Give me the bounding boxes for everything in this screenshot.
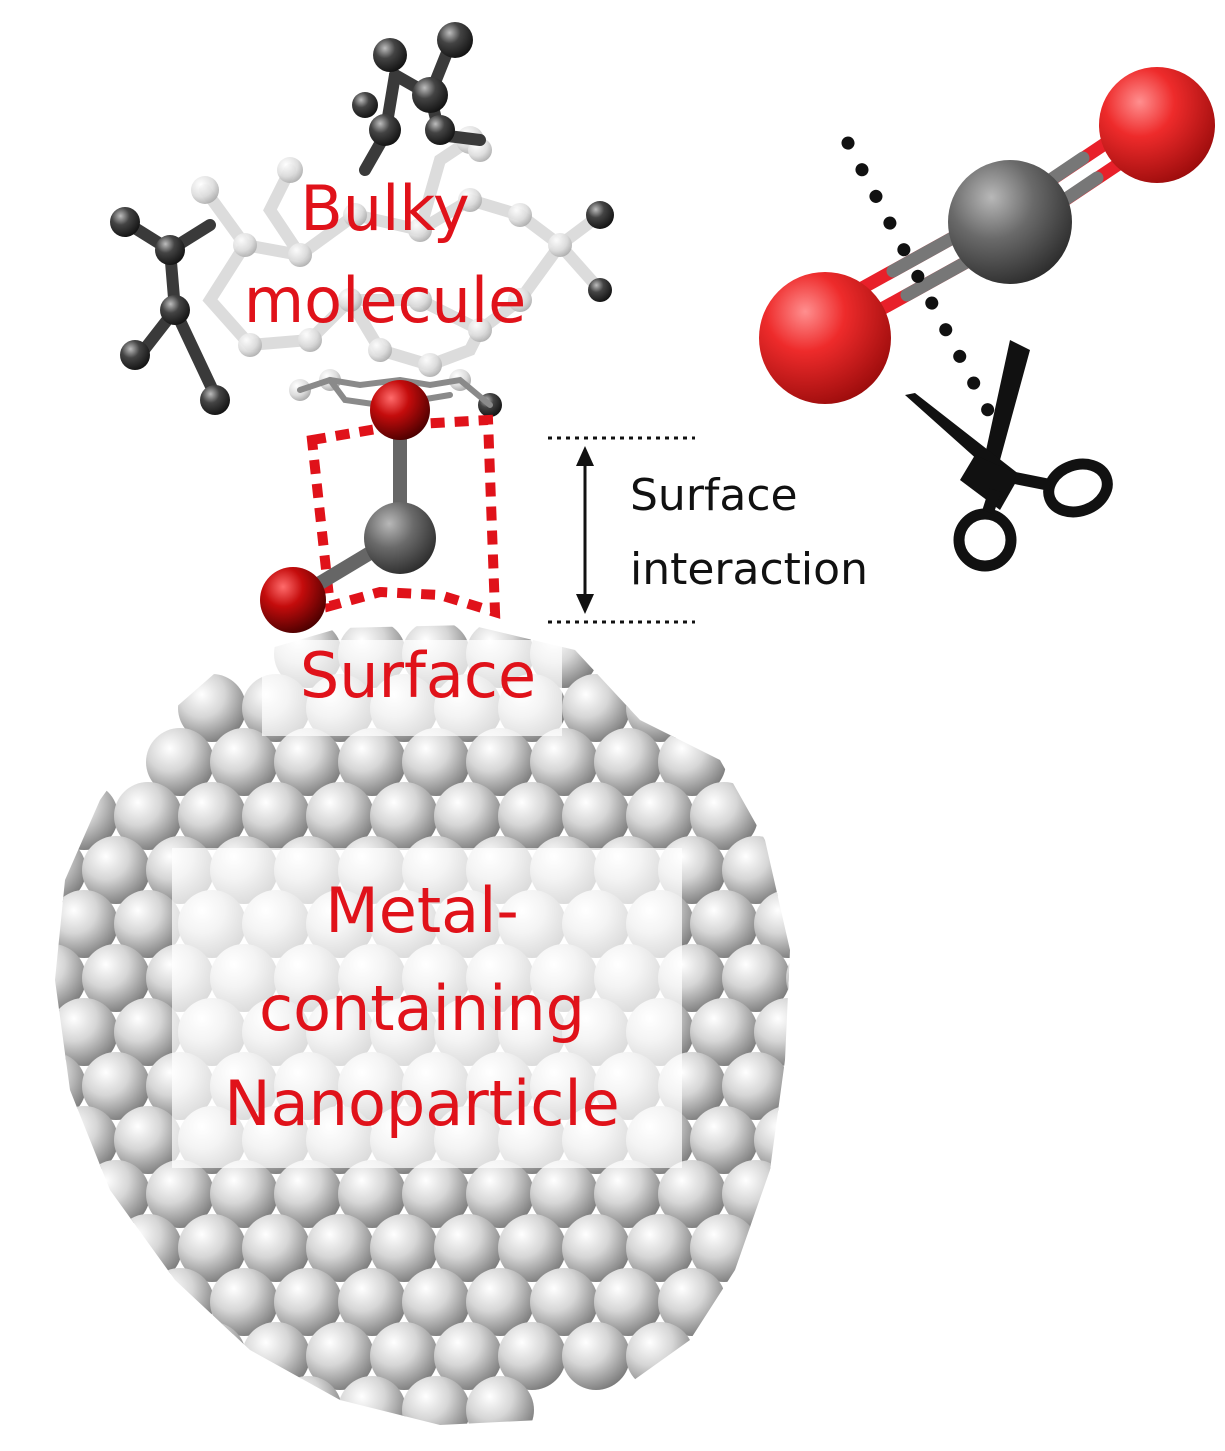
metal-atom <box>402 728 470 796</box>
metal-atom <box>434 782 502 850</box>
metal-atom <box>0 998 54 1066</box>
metal-atom <box>178 782 246 850</box>
interaction-label-line2: interaction <box>630 544 868 595</box>
metal-atom <box>82 944 150 1012</box>
metal-atom <box>82 1052 150 1120</box>
metal-atom <box>786 944 790 1012</box>
metal-atom <box>242 1214 310 1282</box>
metal-atom <box>402 1376 470 1425</box>
metal-atom <box>210 1160 278 1228</box>
scissors-icon <box>905 340 1113 572</box>
metal-atom <box>338 1160 406 1228</box>
metal-atom <box>786 1052 790 1120</box>
metal-atom <box>434 1214 502 1282</box>
metal-atom <box>626 782 694 850</box>
bulky-label-line1: Bulky <box>300 172 469 245</box>
metal-atom <box>146 1268 214 1336</box>
nanoparticle-label-line3: Nanoparticle <box>224 1067 619 1140</box>
metal-atom <box>498 1214 566 1282</box>
metal-atom <box>114 782 182 850</box>
surface-label-panel <box>262 640 562 736</box>
metal-atom <box>594 1268 662 1336</box>
metal-atom <box>210 728 278 796</box>
metal-atom <box>114 998 182 1066</box>
carboxylate-group <box>260 380 501 633</box>
metal-atom <box>114 890 182 958</box>
metal-atom <box>690 890 758 958</box>
metal-atom <box>55 1214 118 1282</box>
metal-atom <box>562 1322 630 1390</box>
metal-atom <box>594 1160 662 1228</box>
metal-atom <box>722 944 790 1012</box>
metal-atom <box>626 1322 694 1390</box>
nanoparticle-label-line1: Metal- <box>325 874 519 947</box>
metal-atom <box>594 728 662 796</box>
metal-atom <box>530 1268 598 1336</box>
metal-atom <box>466 728 534 796</box>
cut-dotted-line <box>841 136 999 425</box>
metal-atom <box>498 1322 566 1390</box>
metal-atom <box>498 782 566 850</box>
metal-atom <box>146 1160 214 1228</box>
metal-atom <box>530 728 598 796</box>
metal-atom <box>370 1322 438 1390</box>
metal-atom <box>434 1322 502 1390</box>
metal-atom <box>274 1268 342 1336</box>
metal-atom <box>338 728 406 796</box>
metal-atom <box>306 1322 374 1390</box>
metal-atom <box>626 1214 694 1282</box>
metal-atom <box>370 782 438 850</box>
bulky-molecule <box>110 22 614 417</box>
metal-atom <box>370 1214 438 1282</box>
metal-atom <box>242 782 310 850</box>
metal-atom <box>338 1268 406 1336</box>
metal-atom <box>402 1268 470 1336</box>
metal-atom <box>178 674 246 742</box>
nanoparticle-label-line2: containing <box>259 972 585 1045</box>
metal-atom <box>178 1214 246 1282</box>
surface-label: Surface <box>300 639 536 712</box>
metal-atom <box>562 1214 630 1282</box>
metal-atom <box>114 1106 182 1174</box>
metal-atom <box>562 674 630 742</box>
metal-atom <box>274 1376 342 1425</box>
metal-atom <box>658 1160 726 1228</box>
metal-atom <box>55 998 118 1066</box>
metal-atom <box>146 728 214 796</box>
metal-atom <box>55 1160 86 1228</box>
metal-atom <box>466 1268 534 1336</box>
metal-atom <box>306 782 374 850</box>
metal-atom <box>466 1376 534 1425</box>
metal-atom <box>274 1160 342 1228</box>
metal-atom <box>530 1160 598 1228</box>
metal-atom <box>338 1376 406 1425</box>
metal-atom <box>274 728 342 796</box>
metal-atom <box>690 782 758 850</box>
metal-atom <box>55 890 118 958</box>
metal-atom <box>690 1106 758 1174</box>
bulky-label-line2: molecule <box>244 264 526 337</box>
metal-atom <box>562 782 630 850</box>
metal-atom <box>466 1160 534 1228</box>
metal-atom <box>306 1214 374 1282</box>
metal-atom <box>690 998 758 1066</box>
metal-atom <box>722 1052 790 1120</box>
metal-atom <box>402 1160 470 1228</box>
metal-atom <box>55 944 86 1012</box>
interaction-label-line1: Surface <box>630 470 798 521</box>
metal-atom <box>178 1322 246 1390</box>
nanoparticle-label-panel <box>172 848 682 1168</box>
metal-atom <box>55 1052 86 1120</box>
double-arrow-icon <box>576 446 594 614</box>
co2-molecule-icon <box>759 67 1215 404</box>
metal-atom <box>242 1322 310 1390</box>
surface-interaction-marker <box>548 436 695 624</box>
metal-atom <box>82 836 150 904</box>
metal-atom <box>210 1268 278 1336</box>
